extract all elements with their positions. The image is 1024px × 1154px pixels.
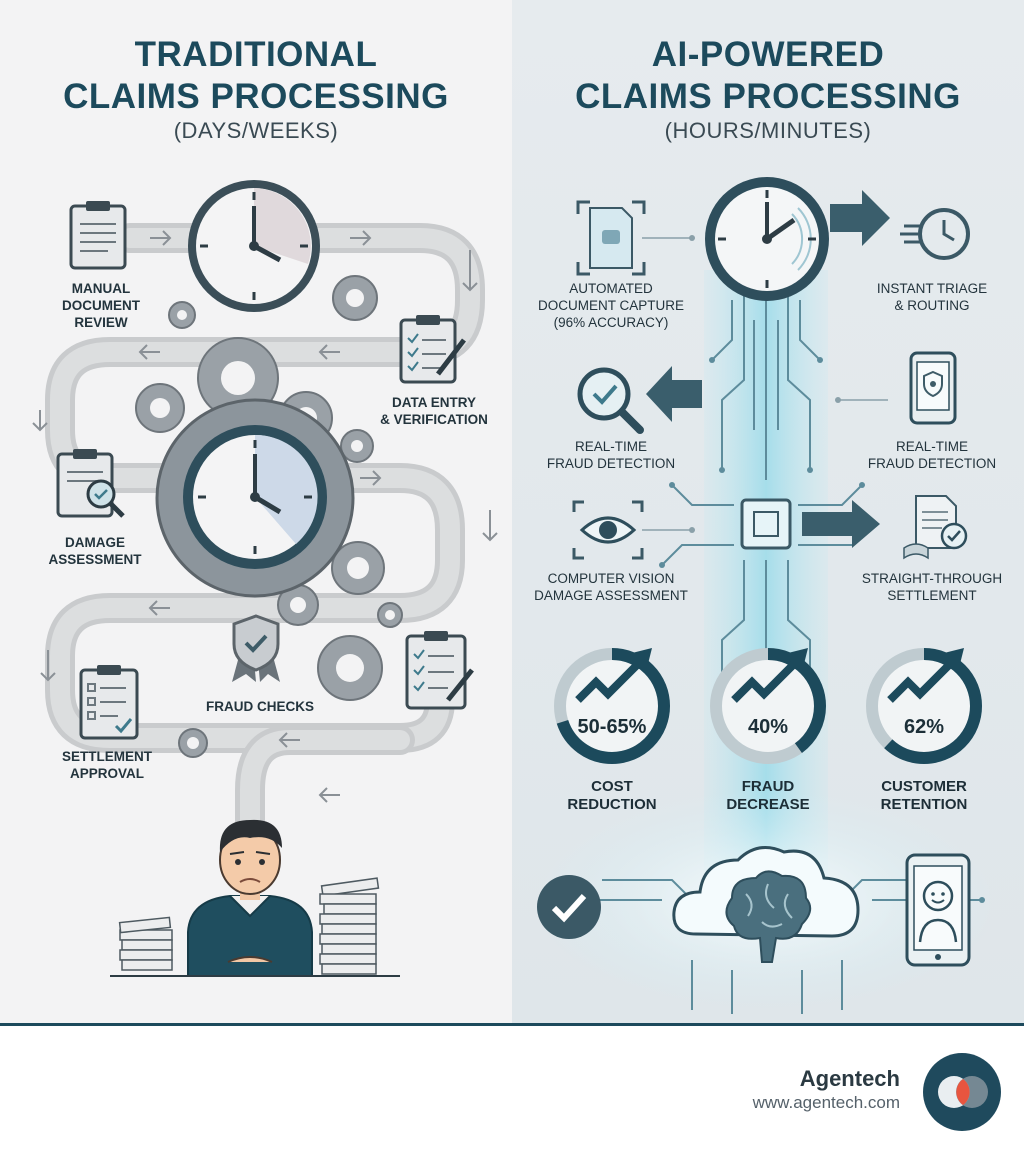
stat-ring [866, 648, 982, 764]
trend-arrowhead-icon [628, 648, 652, 672]
stat-ring [554, 648, 670, 764]
trend-arrow-icon [731, 657, 801, 703]
ai-panel: AI-POWERED CLAIMS PROCESSING (HOURS/MINU… [512, 0, 1024, 1024]
eye-scan-icon [572, 500, 644, 560]
trend-arrow-icon [887, 657, 957, 703]
brand-name: Agentech [799, 1066, 900, 1091]
checklist-clipboard-icon [405, 631, 474, 710]
step-label: SETTLEMENT APPROVAL [62, 749, 152, 781]
clock-icon [188, 180, 320, 312]
step-label: MANUAL DOCUMENT REVIEW [62, 281, 140, 330]
feature-label: REAL-TIME FRAUD DETECTION [546, 439, 676, 471]
check-circle-icon [537, 875, 601, 939]
feature-label: AUTOMATED DOCUMENT CAPTURE (96% ACCURACY… [537, 281, 684, 330]
trend-arrow-icon [575, 657, 645, 703]
stat-rings [554, 648, 982, 764]
ai-subtitle: (HOURS/MINUTES) [664, 118, 872, 143]
brand-url[interactable]: www.agentech.com [752, 1093, 900, 1112]
mobile-user-icon [905, 853, 971, 967]
clock-icon [705, 177, 829, 301]
settlement-clipboard-icon [79, 665, 139, 740]
document-check-icon [903, 495, 968, 560]
fast-clock-icon [900, 208, 970, 260]
magnifier-check-icon [577, 367, 644, 434]
feature-label: STRAIGHT-THROUGH SETTLEMENT [861, 571, 1003, 603]
traditional-subtitle: (DAYS/WEEKS) [173, 118, 339, 143]
mobile-shield-icon [909, 351, 957, 425]
traditional-panel: TRADITIONAL CLAIMS PROCESSING (DAYS/WEEK… [0, 0, 512, 1024]
ai-circuit-beam [536, 190, 996, 1014]
winding-road [32, 223, 498, 845]
stat-label: FRAUD DECREASE [726, 778, 810, 813]
cloud-brain-icon [672, 846, 860, 963]
stat-ring-fill [710, 648, 826, 764]
stat-value: 50-65% [577, 716, 647, 738]
stat-label: CUSTOMER RETENTION [880, 778, 968, 813]
clock-icon [183, 425, 327, 569]
stat-label: COST REDUCTION [567, 778, 657, 813]
footer-divider [0, 1023, 1024, 1026]
stat-ring-fill [866, 648, 982, 764]
trend-arrowhead-icon [784, 648, 808, 672]
assessment-clipboard-icon [56, 449, 125, 518]
stat-ring-fill [554, 648, 670, 764]
step-label: FRAUD CHECKS [206, 699, 314, 714]
feature-label: REAL-TIME FRAUD DETECTION [867, 439, 997, 471]
stat-ring [710, 648, 826, 764]
step-label: DAMAGE ASSESSMENT [48, 535, 142, 567]
stat-value: 40% [747, 716, 789, 738]
stat-value: 62% [903, 716, 945, 738]
checklist-clipboard-icon [399, 315, 466, 384]
feature-label: INSTANT TRIAGE & ROUTING [876, 281, 988, 313]
step-label: DATA ENTRY & VERIFICATION [380, 395, 488, 427]
ai-title: AI-POWERED CLAIMS PROCESSING [575, 35, 961, 116]
feature-label: COMPUTER VISION DAMAGE ASSESSMENT [534, 571, 688, 603]
trend-arrowhead-icon [940, 648, 964, 672]
traditional-title: TRADITIONAL CLAIMS PROCESSING [63, 35, 449, 116]
clipboard-icon [69, 201, 127, 270]
agentech-logo [923, 1053, 1001, 1131]
document-scan-icon [576, 200, 646, 276]
stressed-worker-illustration [110, 819, 400, 977]
fraud-shield-icon [232, 614, 280, 682]
